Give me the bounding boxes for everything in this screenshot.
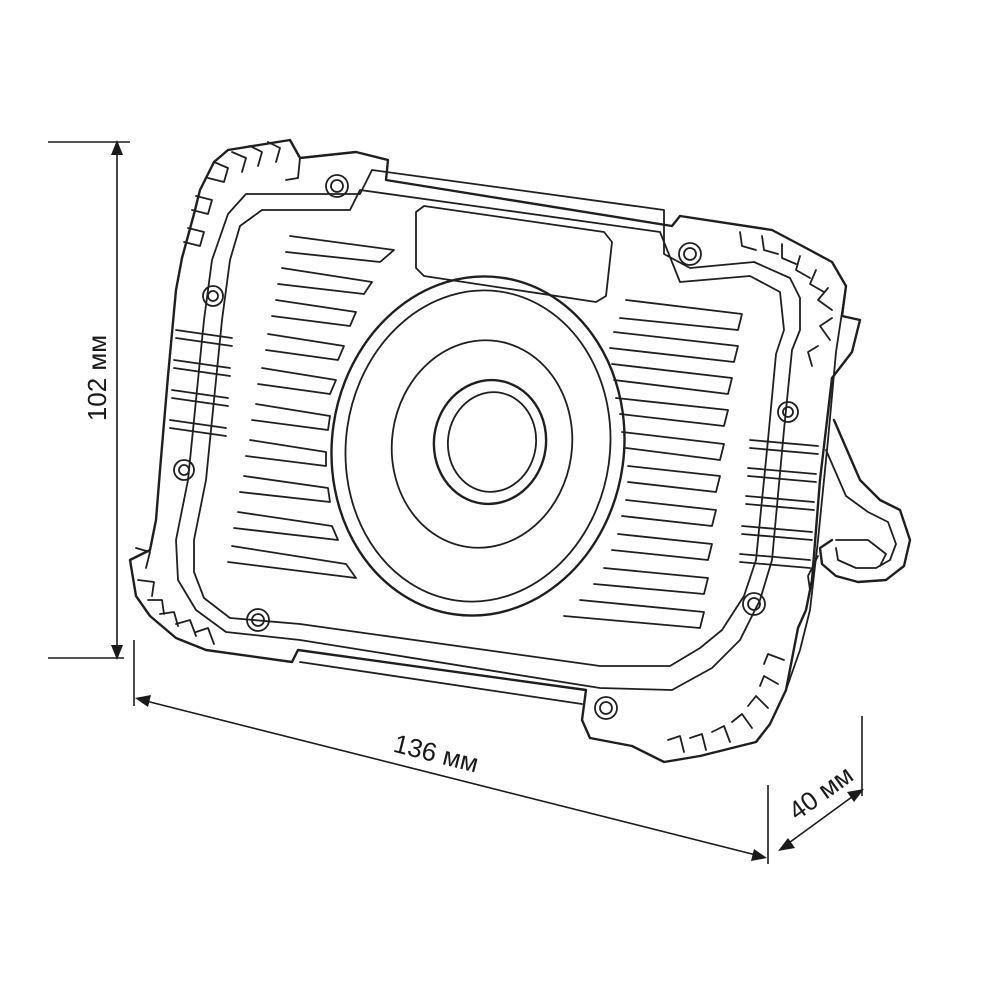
width-dimension: 136 мм [133,640,769,864]
housing-bottom-edge [297,649,587,705]
right-grip-ribs [739,439,819,569]
kickstand [807,418,912,591]
screw-icon [246,608,270,632]
screw-icon [173,459,195,481]
cooling-fins-right [563,299,743,629]
display-window [415,205,613,303]
corner-bumper-top-left [183,141,301,247]
mounting-screws [173,174,799,720]
screw-icon [325,174,349,198]
screw-icon [594,696,618,720]
width-label: 136 мм [391,728,482,778]
cooling-fins-left [227,235,395,579]
depth-label: 40 мм [783,759,859,826]
lens-assembly [330,275,626,617]
height-dimension: 102 мм [48,140,130,660]
screw-icon [678,242,702,266]
depth-dimension: 40 мм [778,716,864,851]
housing-outline [128,138,862,764]
floodlight-body [128,138,912,764]
left-grip-ribs [169,329,233,437]
corner-bumper-bottom-left [135,547,215,645]
corner-bumper-top-right [739,231,833,367]
housing-side-edge [785,285,847,691]
height-label: 102 мм [82,335,112,421]
inner-frame [175,169,801,691]
corner-bumper-bottom-right [667,653,785,753]
screw-icon [742,592,766,616]
screw-icon [777,401,799,423]
screw-icon [202,285,224,307]
